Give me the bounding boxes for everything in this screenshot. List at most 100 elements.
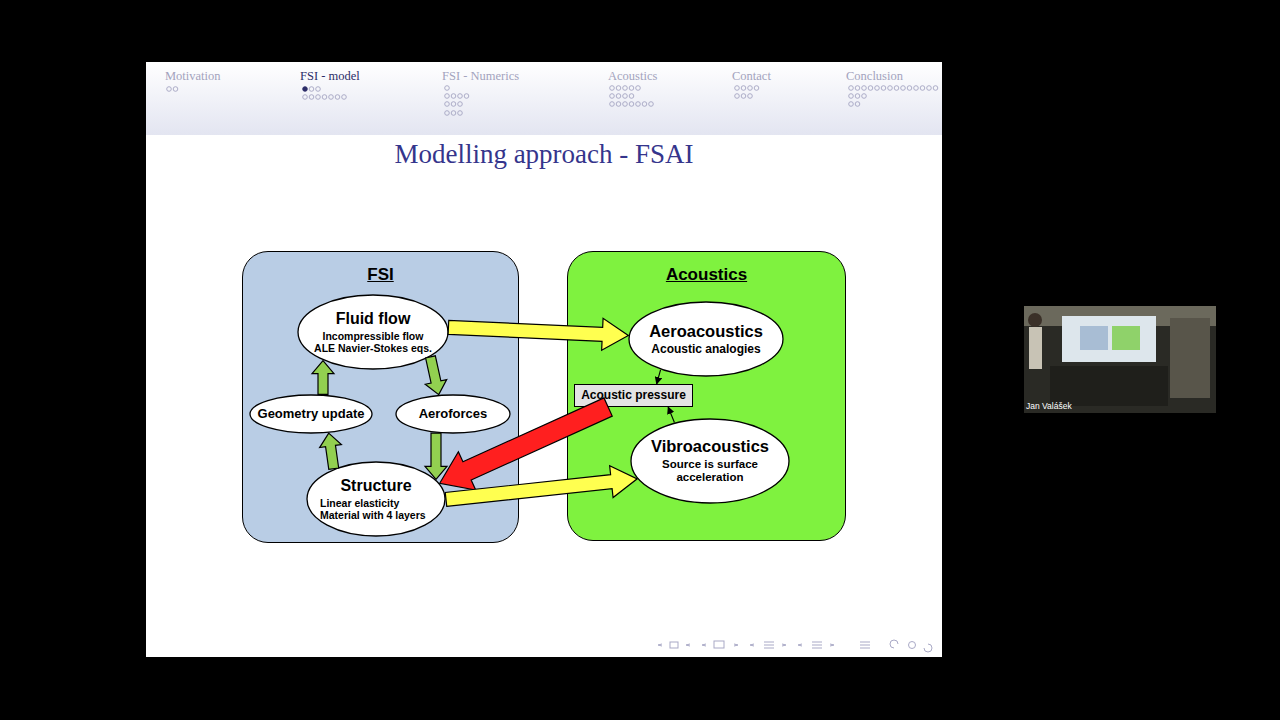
process-ellipse: Aeroforces [395, 394, 511, 434]
nav-icon [890, 640, 898, 648]
nav-dot [610, 86, 615, 91]
nav-dot [868, 86, 873, 91]
nav-dot [303, 95, 308, 100]
node-body: Linear elasticity Material with 4 layers [320, 497, 432, 521]
block-arrow [312, 361, 334, 395]
ellipse-shape [629, 302, 783, 376]
nav-dot [920, 86, 925, 91]
nav-dot [167, 87, 172, 92]
board [1050, 366, 1168, 406]
node-heading: Aeroforces [419, 407, 488, 422]
nav-dot [464, 94, 469, 99]
nav-dot [458, 111, 463, 116]
nav-icon [924, 644, 932, 652]
speaker-name: Jan Valášek [1026, 401, 1072, 411]
nav-dot [894, 86, 899, 91]
nav-dot [309, 87, 314, 92]
nav-dot [907, 86, 912, 91]
nav-dot [616, 102, 621, 107]
block-arrow [425, 433, 447, 479]
nav-dot [849, 94, 854, 99]
nav-dot [642, 102, 647, 107]
node-content: Aeroforces [395, 394, 511, 434]
nav-dot [741, 94, 746, 99]
nav-section: Contact [732, 69, 771, 84]
nav-icon [734, 644, 738, 646]
nav-dot [901, 86, 906, 91]
nav-icon [670, 642, 678, 648]
node-content: FSI [243, 265, 518, 285]
thin-arrow [657, 370, 661, 384]
ellipse-shape [631, 419, 789, 503]
node-content: StructureLinear elasticity Material with… [306, 461, 446, 537]
node-body: Incompressible flow ALE Navier-Stokes eq… [313, 330, 434, 354]
node-heading: Aeroacoustics [649, 322, 763, 341]
ellipse-shape [307, 462, 445, 536]
nav-dot [616, 94, 621, 99]
nav-dot [748, 86, 753, 91]
node-content: AeroacousticsAcoustic analogies [628, 301, 784, 377]
room-wall [1170, 318, 1210, 398]
nav-dot [855, 86, 860, 91]
panel-heading: Acoustics [568, 265, 845, 285]
nav-dot [748, 94, 753, 99]
node-content: Acoustic pressure [575, 385, 692, 406]
nav-dot [458, 102, 463, 107]
nav-dot [735, 86, 740, 91]
nav-dot [888, 86, 893, 91]
group-panel: AcousticsAeroacousticsAcoustic analogies… [567, 251, 846, 541]
nav-dot [636, 86, 641, 91]
nav-dot [309, 95, 314, 100]
group-panel: FSI Fluid flowIncompressible flow ALE Nav… [242, 251, 519, 543]
ellipse-shape [298, 295, 448, 369]
nav-dot [623, 102, 628, 107]
block-arrow [425, 356, 446, 395]
process-ellipse: Geometry update [249, 394, 373, 434]
nav-dot [741, 86, 746, 91]
slide [146, 62, 942, 657]
nav-dot [458, 94, 463, 99]
panel-heading: FSI [243, 265, 518, 285]
block-arrow [445, 466, 637, 507]
node-heading: Vibroacoustics [651, 437, 769, 456]
node-content: VibroacousticsSource is surface accelera… [630, 418, 790, 504]
nav-dot [735, 94, 740, 99]
nav-dot [322, 95, 327, 100]
nav-dots [167, 86, 938, 116]
nav-icon [764, 642, 774, 648]
slide-header [146, 62, 942, 135]
nav-dot [933, 86, 938, 91]
nav-dot [862, 86, 867, 91]
nav-dot [623, 94, 628, 99]
nav-dot [610, 94, 615, 99]
speaker-thumbnail [1024, 306, 1216, 413]
nav-dot [927, 86, 932, 91]
screen-content [1080, 326, 1108, 350]
thin-arrow [668, 407, 674, 422]
slide-title: Modelling approach - FSAI [146, 139, 942, 170]
nav-dot [862, 94, 867, 99]
nav-dot [335, 95, 340, 100]
nav-icon [909, 642, 916, 649]
nav-dot [875, 86, 880, 91]
block-arrow [448, 318, 628, 350]
beamer-nav-icons [658, 640, 932, 652]
node-heading: Fluid flow [336, 310, 411, 328]
block-arrow [440, 398, 613, 490]
nav-dot [445, 94, 450, 99]
nav-dot [881, 86, 886, 91]
nav-icon [702, 644, 706, 646]
nav-dot [342, 95, 347, 100]
nav-icon [686, 644, 690, 646]
nav-dot [173, 87, 178, 92]
nav-dot [636, 102, 641, 107]
process-ellipse: Fluid flowIncompressible flow ALE Navier… [297, 294, 449, 370]
process-ellipse: VibroacousticsSource is surface accelera… [630, 418, 790, 504]
nav-dot [610, 102, 615, 107]
nav-dot [914, 86, 919, 91]
label-box: Acoustic pressure [574, 384, 693, 407]
node-content: Fluid flowIncompressible flow ALE Navier… [297, 294, 449, 370]
